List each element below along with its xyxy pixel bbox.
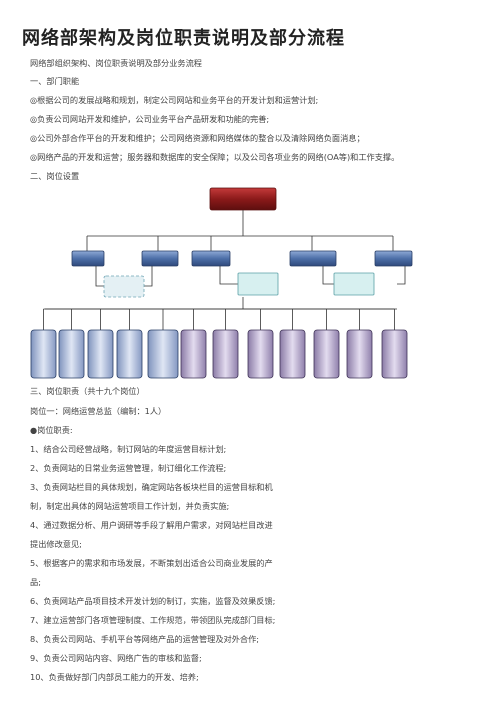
dept-box <box>374 250 413 267</box>
page-title: 网络部架构及岗位职责说明及部分流程 <box>22 28 345 49</box>
duty-line: 10、负责做好部门内部员工能力的开发、培养; <box>30 672 199 682</box>
position-box <box>279 329 306 379</box>
dept-box <box>289 250 337 267</box>
duty-line: 制，制定出具体的网站运营项目工作计划，并负责实施; <box>30 501 230 511</box>
section1-heading: 一、部门职能 <box>30 76 80 86</box>
duty-line: 3、负责网站栏目的具体规划，确定网站各板块栏目的运营目标和机 <box>30 482 273 492</box>
sub-box-dashed <box>103 275 145 298</box>
duty-line: 品; <box>30 577 41 587</box>
function-item: ◎网络产品的开发和运营；服务器和数据库的安全保障；以及公司各项业务的网络(OA等… <box>30 152 400 162</box>
position-box <box>212 329 239 379</box>
duties-label: ●岗位职责: <box>30 425 73 435</box>
position-box <box>247 329 274 379</box>
position-box <box>346 329 373 379</box>
position-box <box>180 329 207 379</box>
position-box <box>30 329 57 379</box>
duty-line: 7、建立运营部门各项管理制度、工作规范，带领团队完成部门目标; <box>30 615 276 625</box>
section3-heading: 三、岗位职责（共十九个岗位） <box>30 386 145 396</box>
position-title: 岗位一：网络运营总监（编制：1人） <box>30 406 167 416</box>
position-box <box>381 329 408 379</box>
subtitle: 网络部组织架构、岗位职责说明及部分业务流程 <box>30 58 202 68</box>
duty-line: 提出修改意见; <box>30 539 82 549</box>
duty-line: 5、根据客户的需求和市场发展，不断策划出适合公司商业发展的产 <box>30 558 273 568</box>
duty-line: 2、负责网站的日常业务运营管理，制订细化工作流程; <box>30 463 227 473</box>
duty-line: 8、负责公司网站、手机平台等网络产品的运营管理及对外合作; <box>30 634 260 644</box>
duty-line: 9、负责公司网站内容、网络广告的审核和监督; <box>30 653 202 663</box>
position-box <box>116 329 143 379</box>
duty-line: 1、结合公司经营战略，制订网站的年度运营目标计划; <box>30 444 227 454</box>
duty-line: 4、通过数据分析、用户调研等手段了解用户需求，对网站栏目改进 <box>30 520 273 530</box>
function-item: ◎根据公司的发展战略和规划，制定公司网站和业务平台的开发计划和运营计划; <box>30 95 319 105</box>
duty-line: 6、负责网站产品项目技术开发计划的制订，实施，监督及效果反馈; <box>30 596 276 606</box>
sub-box <box>237 272 279 296</box>
dept-box <box>191 250 231 267</box>
dept-box <box>71 250 105 267</box>
director-box <box>209 187 277 211</box>
sub-box <box>333 272 375 296</box>
function-item: ◎公司外部合作平台的开发和维护；公司网络资源和网络媒体的整合以及清除网络负面消息… <box>30 133 365 143</box>
dept-box <box>141 250 179 267</box>
function-item: ◎负责公司网站开发和维护，公司业务平台产品研发和功能的完善; <box>30 114 270 124</box>
section2-heading: 二、岗位设置 <box>30 171 80 181</box>
position-box <box>313 329 340 379</box>
position-box <box>58 329 85 379</box>
position-box <box>147 329 179 379</box>
position-box <box>87 329 114 379</box>
